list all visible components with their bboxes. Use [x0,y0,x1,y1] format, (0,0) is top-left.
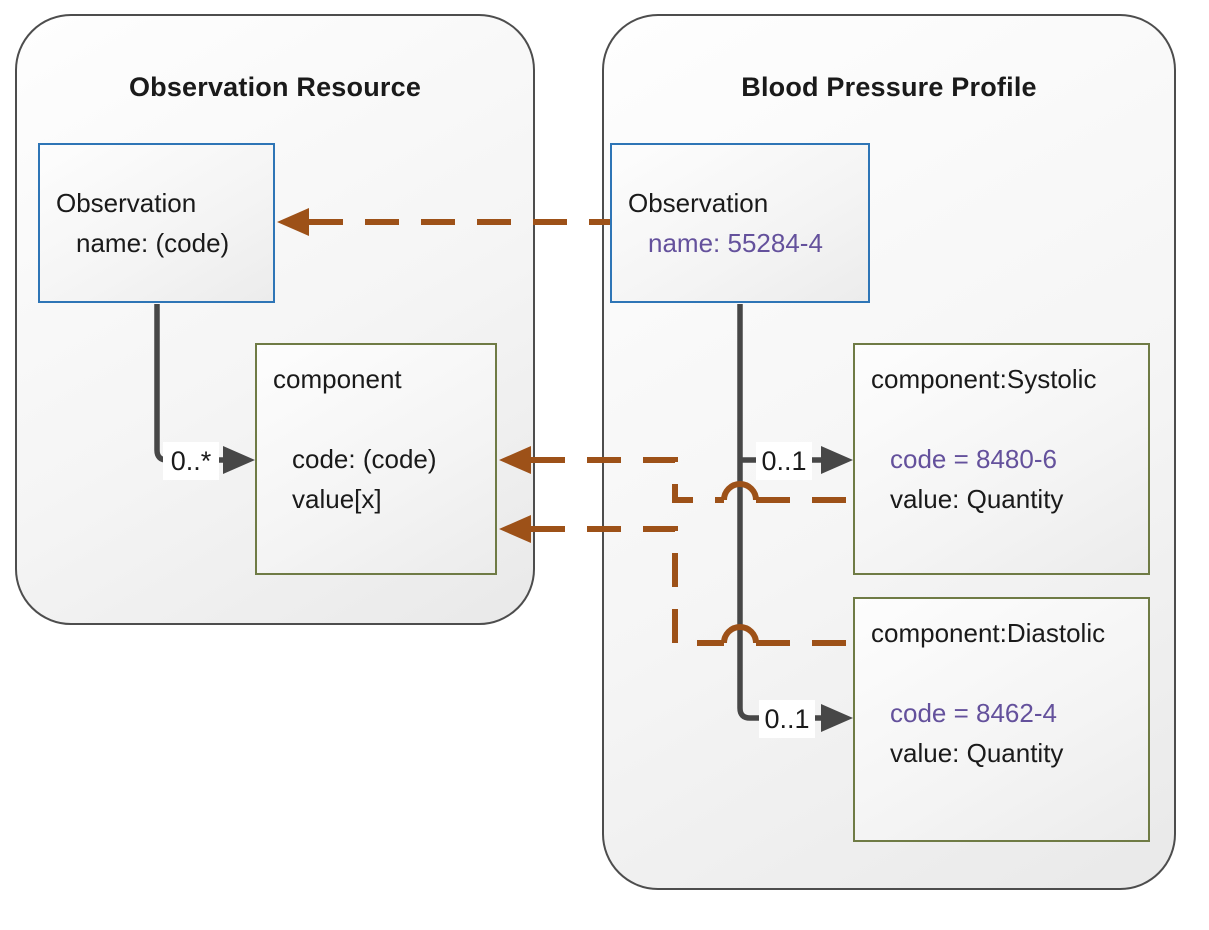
right-observation-box: Observation name: 55284-4 [610,143,870,303]
attribute-value-quantity: value: Quantity [890,738,1064,768]
multiplicity-label-diastolic: 0..1 [759,700,815,738]
attribute-value-x: value[x] [292,484,382,514]
box-title: component:Systolic [871,364,1097,394]
right-panel-title: Blood Pressure Profile [741,72,1037,102]
attribute-code-8462-4: code = 8462-4 [890,698,1057,728]
attribute-code-8480-6: code = 8480-6 [890,444,1057,474]
attribute-name-55284-4: name: 55284-4 [648,228,823,258]
box-title: component [273,364,402,394]
diastolic-component-box: component:Diastolic code = 8462-4 value:… [853,597,1150,842]
left-observation-box: Observation name: (code) [38,143,275,303]
left-panel-title: Observation Resource [128,72,422,102]
box-title: component:Diastolic [871,618,1106,648]
box-title: Observation [56,188,197,218]
multiplicity-label-systolic: 0..1 [756,442,812,480]
systolic-component-box: component:Systolic code = 8480-6 value: … [853,343,1150,575]
left-component-box: component code: (code) value[x] [255,343,497,575]
attribute-name-code: name: (code) [76,228,230,258]
multiplicity-label-component: 0..* [163,442,219,480]
attribute-code: code: (code) [292,444,437,474]
attribute-value-quantity: value: Quantity [890,484,1064,514]
box-title: Observation [628,188,769,218]
